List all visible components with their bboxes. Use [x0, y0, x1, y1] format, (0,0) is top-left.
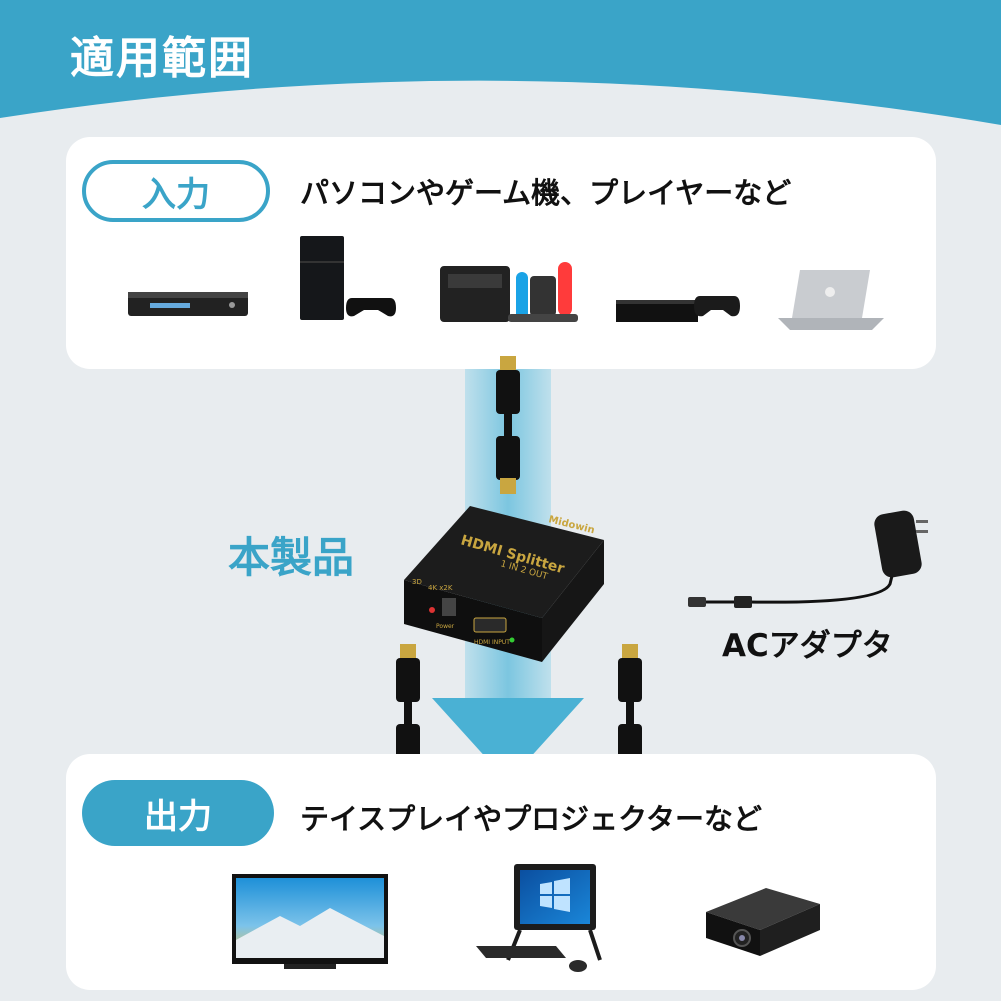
input-description: パソコンやゲーム機、プレイヤーなど [300, 176, 792, 210]
adapter-label: ACアダプタ [722, 628, 893, 664]
laptop-icon [778, 270, 884, 330]
output-badge: 出力 [82, 780, 274, 846]
input-badge: 入力 [82, 160, 270, 222]
output-description: テイスプレイやプロジェクターなど [300, 802, 762, 836]
splitter-power-label: Power [436, 623, 455, 630]
page-title: 適用範囲 [70, 33, 254, 84]
xbox-icon [616, 296, 740, 322]
playstation-icon [300, 236, 396, 320]
input-hdmi-cable [496, 356, 520, 494]
product-label: 本製品 [228, 533, 355, 582]
projector-icon [706, 888, 820, 956]
dvd-player-icon [128, 292, 248, 316]
tv-icon [232, 874, 388, 969]
switch-icon [440, 262, 578, 322]
splitter-3d-label: 3D [412, 578, 422, 586]
splitter-input-label: HDMI INPUT [474, 639, 510, 646]
desktop-pc-icon [476, 864, 602, 972]
splitter-res-label: 4K x2K [428, 584, 453, 592]
header-band [0, 0, 1001, 125]
